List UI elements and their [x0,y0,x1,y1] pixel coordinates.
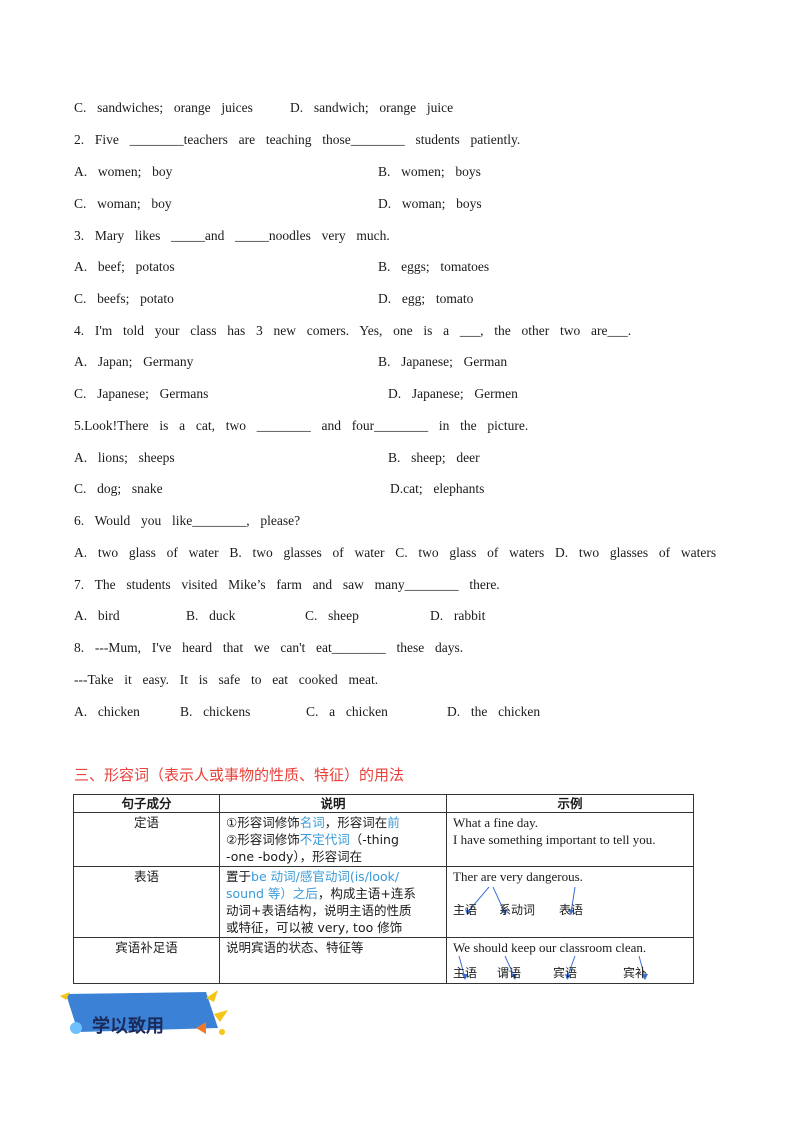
banner-label: 学以致用 [92,1016,164,1037]
adjective-usage-table: 句子成分 说明 示例 定语 ①形容词修饰名词，形容词在前 ②形容词修饰不定代词（… [73,794,694,984]
example-object-complement: We should keep our classroom clean. 主语 谓… [446,937,694,984]
q3-option-c: C. beefs; potato [74,291,174,306]
predicative-annotation: 主语 系动词 表语 [453,885,687,919]
table-row: 定语 ①形容词修饰名词，形容词在前 ②形容词修饰不定代词（-thing -one… [73,812,694,867]
role-predicative: 表语 [73,866,220,938]
desc-object-complement: 说明宾语的状态、特征等 [219,937,447,984]
q2-option-a: A. women; boy [74,164,173,179]
q3-option-a: A. beef; potatos [74,259,175,274]
q8-option-a: A. chicken [74,704,140,719]
q6-stem: 6. Would you like________, please? [74,513,301,528]
section-title: 三、形容词（表示人或事物的性质、特征）的用法 [74,766,405,784]
header-desc: 说明 [219,794,447,813]
q8-stem-2: ---Take it easy. It is safe to eat cooke… [74,672,379,687]
q5-option-a: A. lions; sheeps [74,450,175,465]
q4-option-c: C. Japanese; Germans [74,386,209,401]
desc-attributive: ①形容词修饰名词，形容词在前 ②形容词修饰不定代词（-thing -one -b… [219,812,447,867]
q2-option-b: B. women; boys [378,164,481,179]
q2-option-c: C. woman; boy [74,196,172,211]
practice-banner-icon [60,990,228,1035]
header-role: 句子成分 [73,794,220,813]
q7-option-c: C. sheep [305,608,359,623]
header-example: 示例 [446,794,694,813]
q8-option-c: C. a chicken [306,704,388,719]
q4-option-a: A. Japan; Germany [74,354,194,369]
arrows-icon [458,956,648,980]
role-attributive: 定语 [73,812,220,867]
desc-predicative: 置于be 动词/感官动词(is/look/ sound 等）之后，构成主语+连系… [219,866,447,938]
q1-option-c: C. sandwiches; orange juices [74,100,253,115]
q5-option-c: C. dog; snake [74,481,163,496]
q7-option-a: A. bird [74,608,120,623]
table-row: 宾语补足语 说明宾语的状态、特征等 We should keep our cla… [73,937,694,984]
q2-option-d: D. woman; boys [378,196,482,211]
q3-option-b: B. eggs; tomatoes [378,259,490,274]
q8-stem: 8. ---Mum, I've heard that we can't eat_… [74,640,464,655]
q7-option-b: B. duck [186,608,236,623]
q3-stem: 3. Mary likes _____and _____noodles very… [74,228,390,243]
example-predicative: Ther are very dangerous. 主语 系动词 表语 [446,866,694,938]
object-complement-annotation: 主语 谓语 宾语 宾补 [453,956,687,982]
q7-stem: 7. The students visited Mike’s farm and … [74,577,500,592]
q8-option-b: B. chickens [180,704,251,719]
arrows-icon [465,886,576,915]
q4-option-b: B. Japanese; German [378,354,508,369]
table-header-row: 句子成分 说明 示例 [73,794,694,813]
example-attributive: What a fine day. I have something import… [446,812,694,867]
q7-option-d: D. rabbit [430,608,486,623]
role-object-complement: 宾语补足语 [73,937,220,984]
q3-option-d: D. egg; tomato [378,291,474,306]
q1-option-d: D. sandwich; orange juice [290,100,454,115]
q8-option-d: D. the chicken [447,704,541,719]
q2-stem: 2. Five ________teachers are teaching th… [74,132,521,147]
q5-option-b: B. sheep; deer [388,450,480,465]
q5-option-d: D.cat; elephants [390,481,485,496]
q5-stem: 5.Look!There is a cat, two ________ and … [74,418,529,433]
q6-options: A. two glass of water B. two glasses of … [74,545,717,560]
table-row: 表语 置于be 动词/感官动词(is/look/ sound 等）之后，构成主语… [73,866,694,938]
q4-stem: 4. I'm told your class has 3 new comers.… [74,323,632,338]
q4-option-d: D. Japanese; Germen [388,386,518,401]
